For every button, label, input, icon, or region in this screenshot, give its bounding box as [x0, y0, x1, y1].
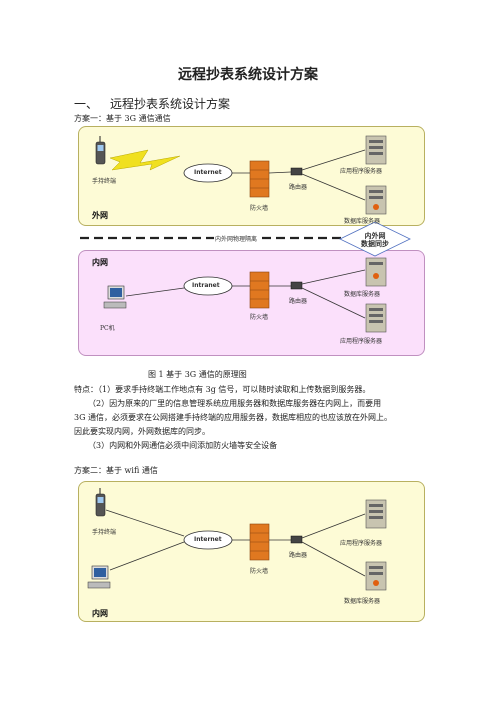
firewall-label-2: 防火墙: [250, 314, 269, 321]
sync-label-line2: 数据同步: [361, 240, 389, 248]
db-server-label-2: 数据库服务器: [344, 291, 381, 298]
para-line-5: （3）内网和外网通信必须中间添加防火墙等安全设备: [88, 441, 278, 450]
firewall-icon-2: [249, 271, 270, 309]
app-server-icon-3: [365, 499, 387, 529]
app-server-icon-2: [365, 303, 387, 333]
section-number: 一、: [74, 97, 99, 111]
outer-zone-label: 外网: [92, 211, 108, 220]
sync-diamond: [339, 221, 411, 257]
inner-zone-label: 内网: [92, 258, 108, 267]
db-server-icon-1: [365, 185, 387, 215]
router-icon-3: [290, 535, 303, 544]
app-server-label-2: 应用程序服务器: [340, 338, 383, 345]
handheld-icon-2: [95, 488, 106, 517]
wifi-zone-label: 内网: [92, 609, 108, 618]
para-line-2: （2）因为原来的厂里的信息管理系统应用服务器和数据库服务器在内网上，而要用: [88, 399, 382, 408]
app-server-label-3: 应用程序服务器: [340, 540, 383, 547]
pc-label: PC机: [100, 325, 115, 332]
firewall-label-1: 防火墙: [250, 205, 269, 212]
document-title: 远程抄表系统设计方案: [178, 67, 318, 83]
router-label-3: 路由器: [289, 552, 308, 559]
db-server-icon-3: [365, 561, 387, 591]
isolation-label: 内外网物理隔离: [214, 234, 259, 243]
app-server-label-1: 应用程序服务器: [340, 168, 383, 175]
intranet-label: Intranet: [192, 282, 220, 289]
internet-label: Internet: [194, 169, 222, 176]
db-server-label-1: 数据库服务器: [344, 218, 381, 225]
scheme1-title: 方案一：基于 3G 通信通信: [74, 114, 171, 123]
section-heading: 一、远程抄表系统设计方案: [74, 95, 230, 112]
internet-label-2: Internet: [194, 536, 222, 543]
router-icon-2: [290, 281, 303, 290]
para-line-4: 因此要实现内网，外网数据库的同步。: [74, 427, 210, 436]
pc-icon-2: [87, 565, 111, 589]
figure1-caption: 图 1 基于 3G 通信的原理图: [148, 370, 247, 379]
para-line-3: 3G 通信，必须要求在公网搭建手持终端的应用服务器，数据库相应的也应该放在外网上…: [74, 413, 393, 422]
firewall-label-3: 防火墙: [250, 568, 269, 575]
router-label-1: 路由器: [289, 184, 308, 191]
app-server-icon-1: [365, 135, 387, 165]
firewall-icon-1: [249, 160, 270, 198]
handheld-label-1: 手持终端: [92, 178, 117, 185]
pc-icon-1: [103, 285, 127, 309]
db-server-icon-2: [365, 257, 387, 287]
handheld-icon-1: [95, 136, 106, 165]
db-server-label-3: 数据库服务器: [344, 598, 381, 605]
router-label-2: 路由器: [289, 298, 308, 305]
router-icon-1: [290, 167, 303, 176]
lightning-icon-1: [109, 149, 181, 171]
handheld-label-2: 手持终端: [92, 529, 117, 536]
firewall-icon-3: [249, 523, 270, 561]
section-text: 远程抄表系统设计方案: [110, 97, 231, 111]
scheme2-title: 方案二：基于 wifi 通信: [74, 466, 158, 475]
para-line-1: 特点：（1）要求手持终端工作地点有 3g 信号，可以随时读取和上传数据到服务器。: [74, 385, 371, 394]
sync-label-line1: 内外网: [364, 232, 386, 240]
